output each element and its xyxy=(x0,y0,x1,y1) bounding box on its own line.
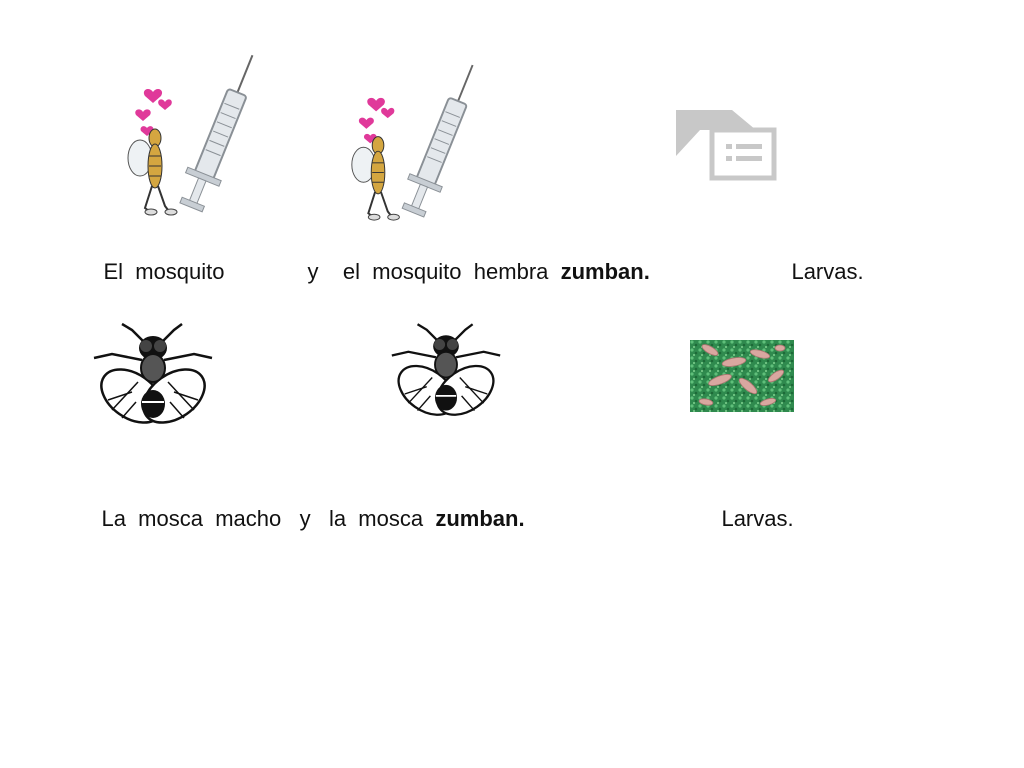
caption-row-1-conjunction: y el mosquito hembra zumban. xyxy=(283,233,650,311)
larvae-image xyxy=(690,340,794,412)
hearts-icon xyxy=(358,97,395,144)
caption-row-1: El mosquito xyxy=(79,233,225,311)
word: el xyxy=(342,259,361,284)
result-row-2: Larvas. xyxy=(697,480,794,558)
housefly-image-1 xyxy=(92,322,214,430)
mosquito-syringe-image-2 xyxy=(347,58,477,223)
hearts-icon xyxy=(135,89,172,136)
word: mosca xyxy=(138,506,203,531)
word: La xyxy=(101,506,126,531)
word: macho xyxy=(215,506,282,531)
picture-placeholder-icon[interactable] xyxy=(672,108,780,182)
mosquito-syringe-image-1 xyxy=(125,48,255,218)
verb: zumban. xyxy=(435,506,525,531)
word: la xyxy=(328,506,347,531)
result-row-1: Larvas. xyxy=(767,233,864,311)
housefly-image-2 xyxy=(390,322,502,422)
word: hembra xyxy=(473,259,549,284)
word: Larvas. xyxy=(791,259,864,284)
word: mosquito xyxy=(135,259,225,284)
word: Larvas. xyxy=(721,506,794,531)
word: y xyxy=(299,506,311,531)
word: mosquito xyxy=(372,259,462,284)
word: mosca xyxy=(358,506,424,531)
word: El xyxy=(103,259,124,284)
verb: zumban. xyxy=(560,259,650,284)
word: y xyxy=(307,259,319,284)
caption-row-2: La mosca macho y la mosca zumban. xyxy=(77,480,525,558)
